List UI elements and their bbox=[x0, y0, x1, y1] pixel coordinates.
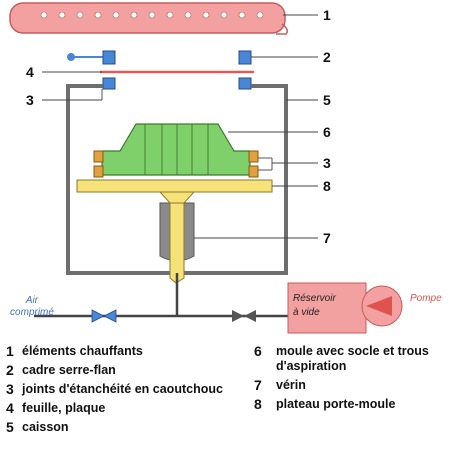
legend-text: éléments chauffants bbox=[22, 344, 143, 358]
mold bbox=[101, 123, 251, 176]
legend-item-7: 7 vérin bbox=[254, 378, 444, 393]
legend-item-3: 3 joints d'étanchéité en caoutchouc bbox=[6, 382, 246, 401]
legend-right: 6 moule avec socle et trous d'aspiration… bbox=[254, 344, 444, 416]
legend-text: vérin bbox=[276, 378, 306, 392]
pompe-label: Pompe bbox=[410, 293, 442, 304]
callout-4: 4 bbox=[26, 64, 34, 80]
legend-item-2: 2 cadre serre-flan bbox=[6, 363, 246, 382]
legend-text: plateau porte-moule bbox=[276, 397, 396, 411]
legend-num: 2 bbox=[6, 362, 14, 378]
legend-item-6: 6 moule avec socle et trous d'aspiration bbox=[254, 344, 444, 374]
callout-6: 6 bbox=[323, 124, 331, 140]
air-valve bbox=[91, 309, 117, 323]
legend-text: caisson bbox=[22, 420, 69, 434]
legend-text: cadre serre-flan bbox=[22, 363, 116, 377]
legend-num: 4 bbox=[6, 400, 14, 416]
rubber-seals-top bbox=[102, 77, 252, 90]
callout-5: 5 bbox=[323, 92, 331, 108]
legend-item-5: 5 caisson bbox=[6, 420, 246, 439]
legend-text: feuille, plaque bbox=[22, 401, 106, 415]
thermoforming-diagram: 1 2 4 3 5 6 3 8 7 Air comprimé Réservoir… bbox=[9, 2, 442, 334]
legend-left: 1 éléments chauffants 2 cadre serre-flan… bbox=[6, 344, 246, 439]
air-label-line2: comprimé bbox=[10, 307, 54, 318]
legend-num: 8 bbox=[254, 396, 262, 412]
cylinder bbox=[159, 189, 195, 284]
legend-item-8: 8 plateau porte-moule bbox=[254, 397, 444, 412]
air-label-line1: Air bbox=[25, 295, 39, 306]
pipework bbox=[34, 273, 290, 318]
rubber-seals-mold bbox=[93, 150, 259, 178]
callout-7: 7 bbox=[323, 230, 331, 246]
callout-3b: 3 bbox=[323, 155, 331, 171]
legend-num: 7 bbox=[254, 377, 262, 393]
legend-item-4: 4 feuille, plaque bbox=[6, 401, 246, 420]
legend-text: joints d'étanchéité en caoutchouc bbox=[22, 382, 223, 396]
callout-3: 3 bbox=[26, 92, 34, 108]
heating-elements bbox=[9, 2, 289, 35]
legend-item-1: 1 éléments chauffants bbox=[6, 344, 246, 363]
mold-plate bbox=[76, 179, 273, 204]
callout-8: 8 bbox=[323, 178, 331, 194]
callout-1: 1 bbox=[323, 7, 331, 23]
legend-text: moule avec socle et trous d'aspiration bbox=[276, 344, 429, 373]
reservoir-label-line2: à vide bbox=[293, 307, 320, 318]
vacuum-valve bbox=[232, 310, 256, 322]
legend-num: 3 bbox=[6, 381, 14, 397]
legend-num: 6 bbox=[254, 343, 262, 359]
vacuum-pump bbox=[361, 285, 403, 327]
callout-2: 2 bbox=[323, 49, 331, 65]
legend-num: 5 bbox=[6, 419, 14, 435]
reservoir-label-line1: Réservoir bbox=[293, 293, 336, 304]
legend-num: 1 bbox=[6, 343, 14, 359]
clamping-frame bbox=[67, 50, 252, 65]
